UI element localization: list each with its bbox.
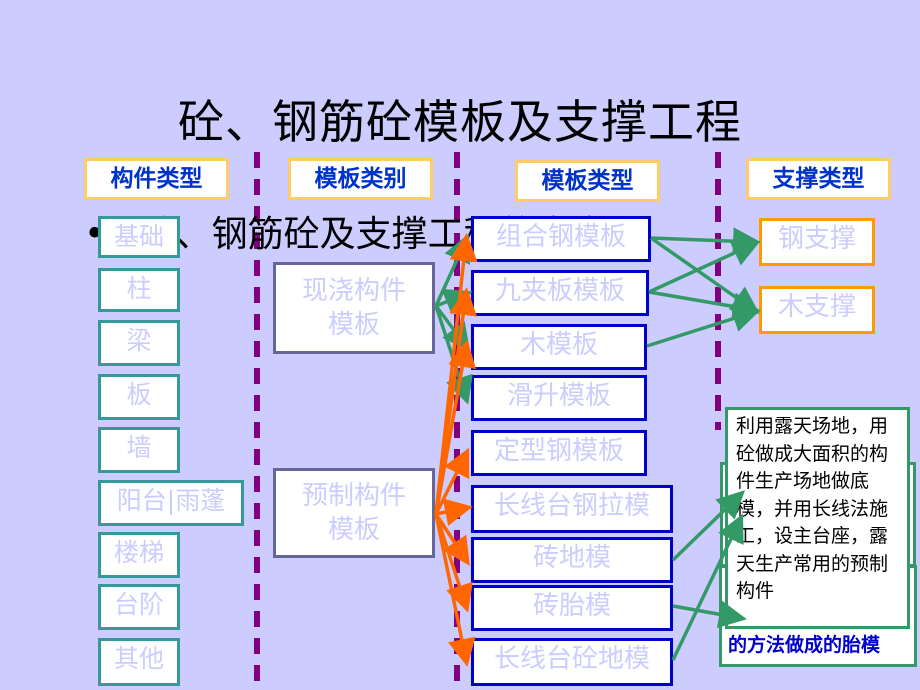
component-box: 墙 [98,427,180,473]
arrow-precast-to-long-steel [435,498,473,526]
arrow-precast-to-brick-ground [434,513,470,566]
component-box: 台阶 [98,584,180,630]
support-box: 木支撑 [759,286,875,334]
arrow-steel-to-steel-support [650,227,761,256]
mold-type-box: 滑升模板 [471,375,647,421]
note-main-box: 利用露天场地，用砼做成大面积的构件生产场地做底模，并用长线法施工，设主台座，露天… [725,407,910,629]
arrow-steel-to-wood-support [649,236,760,315]
component-box: 基础 [98,216,180,258]
mold-type-box: 砖地模 [471,537,673,583]
header-support-type: 支撑类型 [746,158,891,200]
arrow-plywood-to-steel-support [648,239,761,294]
slide-title: 砼、钢筋砼模板及支撑工程 [178,95,742,149]
header-component-type: 构件类型 [84,158,229,200]
arrow-precast-to-fixed-steel [434,447,470,515]
component-box: 柱 [98,268,180,312]
arrow-concrete-ground-to-note [671,513,744,661]
header-mold-category: 模板类别 [288,158,433,200]
category-precast: 预制构件 模板 [273,468,435,558]
arrow-precast-to-wood [434,339,477,515]
header-mold-type: 模板类型 [515,160,660,202]
mold-type-box: 木模板 [471,324,647,370]
arrow-brick-tire-to-note [672,600,747,629]
component-box: 楼梯 [98,532,180,578]
component-box: 其他 [98,638,180,686]
arrow-precast-to-brick-tire [434,513,473,613]
component-box: 梁 [98,320,180,366]
mold-type-box: 九夹板模板 [471,270,649,316]
mold-type-box: 定型钢模板 [471,430,647,476]
component-box: 板 [98,374,180,420]
mold-type-box: 长线台钢拉模 [471,485,673,533]
mold-type-box: 长线台砼地模 [471,638,673,686]
arrow-brick-ground-to-note [671,490,746,562]
arrow-wood-to-wood-support [646,305,761,348]
arrow-precast-to-concrete-ground [434,513,476,667]
mold-type-box: 砖胎模 [471,585,673,631]
category-cast-in-place: 现浇构件 模板 [273,262,435,354]
note-tail-text: 的方法做成的胎模 [728,634,881,656]
component-box: 阳台|雨蓬 [98,480,244,526]
